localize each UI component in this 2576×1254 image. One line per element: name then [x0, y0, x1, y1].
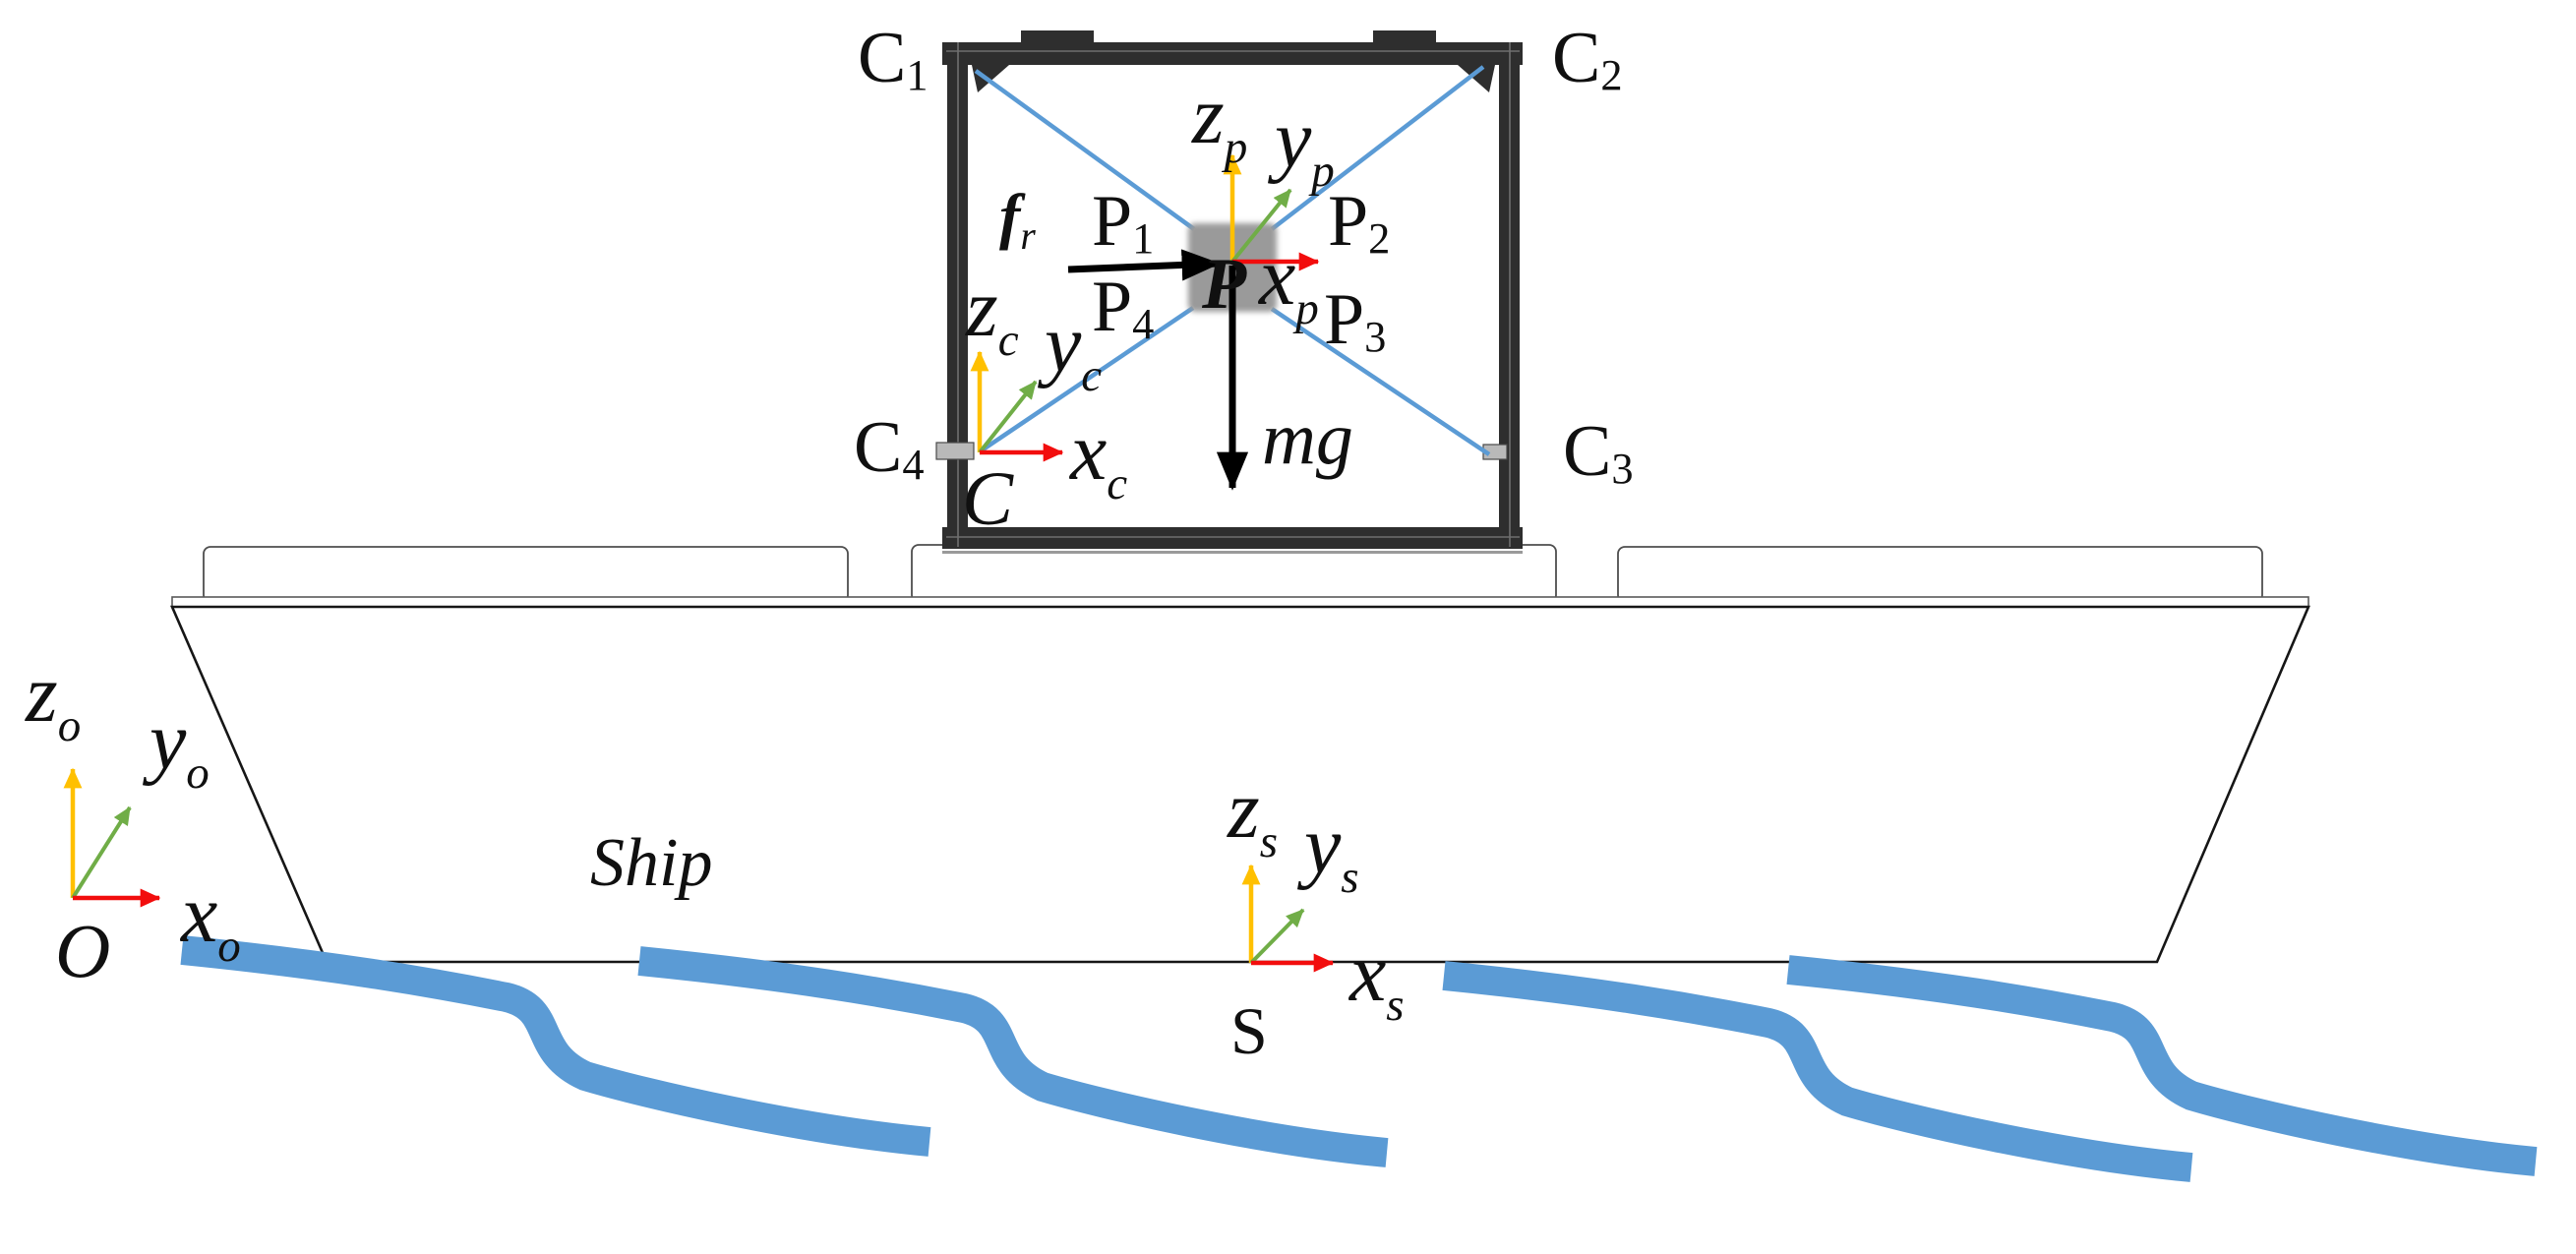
yo-axis-label: yo	[150, 695, 210, 799]
ys-axis-label: ys	[1304, 800, 1359, 903]
ship-label: Ship	[590, 825, 713, 901]
cable-c1-p1	[974, 69, 1196, 231]
cable-c2-p2	[1270, 65, 1485, 231]
pedestal-left	[203, 546, 849, 603]
xo-axis-label: xo	[181, 868, 241, 972]
zo-axis-label: zo	[26, 648, 82, 751]
wave-4	[1786, 955, 2538, 1176]
wave-3	[1442, 961, 2193, 1182]
xs-axis-label: xs	[1349, 927, 1405, 1031]
platform-origin-label: P	[1202, 244, 1247, 325]
resultant-force-arrow	[1067, 249, 1221, 281]
ship-frame-axes	[1241, 864, 1335, 973]
frame-top-tab-right	[1373, 30, 1436, 42]
corner-bracket-top-right	[1458, 65, 1495, 92]
ys-axis-arrow	[1249, 908, 1305, 965]
cable-frame-origin-label: C	[962, 455, 1014, 541]
frame-top-bar	[942, 42, 1523, 65]
yp-axis-arrow	[1230, 188, 1292, 264]
cable-frame-axes	[970, 350, 1064, 462]
cdpr-frame	[935, 30, 1523, 554]
platform-point-label-p2: P2	[1328, 181, 1391, 263]
ship-hull	[170, 605, 2310, 964]
world-origin-label: O	[55, 908, 111, 993]
frame-base-line	[942, 551, 1523, 554]
frame-bottom-bar	[942, 527, 1523, 549]
pedestal-right	[1617, 546, 2263, 603]
cable-c3-p3	[1270, 307, 1491, 456]
corner-label-c3: C3	[1563, 411, 1634, 493]
zp-axis-label: zp	[1192, 70, 1248, 173]
platform-point-label-p3: P3	[1324, 279, 1387, 361]
frame-top-tab-left	[1021, 30, 1094, 42]
corner-label-c1: C1	[858, 18, 929, 99]
yc-axis-arrow	[978, 380, 1038, 454]
pulley-c4	[935, 442, 975, 460]
gravity-label: mg	[1262, 397, 1353, 480]
zc-axis-label: zc	[966, 263, 1019, 366]
platform-point-label-p1: P1	[1092, 181, 1155, 263]
corner-label-c4: C4	[854, 407, 925, 489]
cables	[974, 65, 1491, 456]
sea-waves	[180, 935, 2538, 1182]
world-frame-axes	[63, 767, 161, 908]
zs-axis-label: zs	[1228, 764, 1279, 867]
yp-axis-label: yp	[1275, 93, 1335, 197]
platform-frame-axes	[1223, 153, 1320, 271]
wave-2	[637, 946, 1389, 1167]
xp-axis-label: xp	[1259, 231, 1319, 334]
platform-point-label-p4: P4	[1092, 267, 1155, 348]
corner-label-c2: C2	[1552, 18, 1623, 99]
ship-deck	[171, 596, 2309, 608]
ship-frame-origin-label: S	[1230, 993, 1268, 1068]
yc-axis-label: yc	[1045, 298, 1103, 401]
cable-c4-p4	[980, 306, 1195, 452]
corner-bracket-top-left	[972, 65, 1009, 92]
ship-deck-pedestals	[203, 544, 2263, 603]
xc-axis-label: xc	[1070, 406, 1128, 509]
wave-1	[180, 935, 931, 1157]
yo-axis-arrow	[71, 806, 132, 900]
resultant-force-label: fr	[999, 181, 1036, 258]
